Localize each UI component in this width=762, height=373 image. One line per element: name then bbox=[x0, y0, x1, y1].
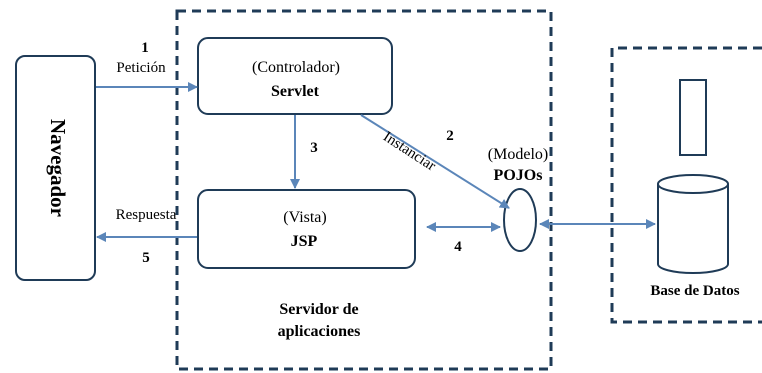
database-container bbox=[610, 46, 762, 324]
pojos-label: POJOs bbox=[494, 167, 543, 184]
step-3-label: 3 bbox=[310, 140, 318, 156]
application-server-container bbox=[175, 9, 553, 371]
model-role-label: (Modelo) bbox=[488, 146, 548, 163]
view-jsp-box bbox=[197, 189, 416, 269]
view-role-label: (Vista) bbox=[283, 209, 326, 226]
controller-servlet-box bbox=[197, 37, 393, 115]
peticion-label: Petición bbox=[116, 60, 166, 76]
jsp-label: JSP bbox=[291, 233, 318, 250]
servlet-label: Servlet bbox=[271, 83, 320, 100]
step-1-label: 1 bbox=[141, 40, 149, 56]
pojos-ellipse bbox=[503, 188, 537, 252]
step-4-label: 4 bbox=[454, 239, 462, 255]
navegador-box bbox=[15, 55, 96, 281]
database-cylinder bbox=[657, 174, 729, 274]
instanciar-arrow bbox=[360, 114, 510, 209]
step-5-label: 5 bbox=[142, 250, 150, 266]
server-label-line2: aplicaciones bbox=[278, 323, 361, 340]
respuesta-label: Respuesta bbox=[116, 207, 177, 223]
navegador-label: Navegador bbox=[46, 119, 70, 217]
database-label: Base de Datos bbox=[650, 283, 739, 299]
database-small-rect bbox=[679, 79, 707, 156]
controller-role-label: (Controlador) bbox=[252, 59, 340, 76]
instanciar-label: Instanciar bbox=[380, 129, 438, 175]
server-label-line1: Servidor de bbox=[279, 301, 358, 318]
step-2-label: 2 bbox=[446, 128, 454, 144]
